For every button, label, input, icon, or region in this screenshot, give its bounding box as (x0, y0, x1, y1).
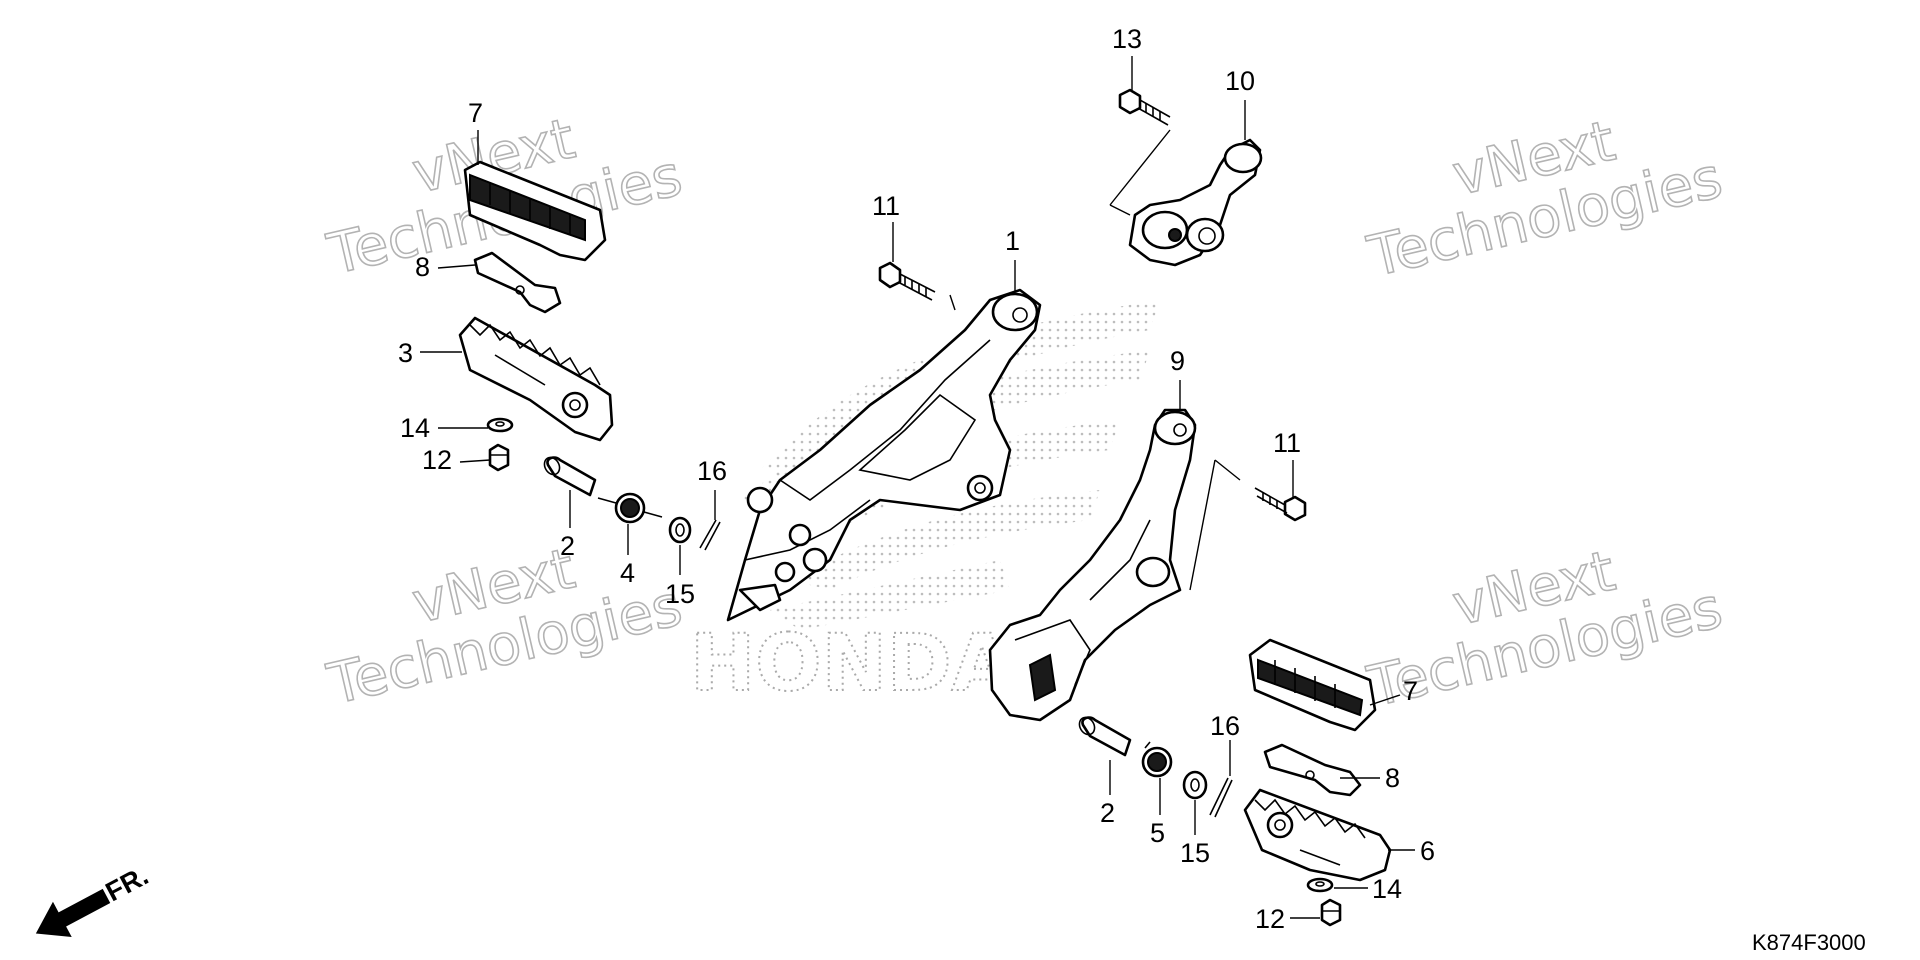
honda-wordmark: HONDA (690, 619, 1012, 709)
part-bolt-top (1118, 88, 1171, 126)
callout-6: 6 (1420, 836, 1435, 866)
callout-7-left: 7 (468, 98, 483, 128)
part-nut-left (488, 443, 510, 472)
callout-11-left: 11 (872, 191, 900, 221)
callout-15-right: 15 (1180, 838, 1210, 868)
part-spring-right (1141, 741, 1173, 778)
callout-1: 1 (1005, 226, 1020, 256)
callout-4-left: 4 (620, 558, 635, 588)
part-rubber-left (463, 160, 607, 262)
part-footpeg-right (1243, 788, 1392, 882)
callout-16-left: 16 (697, 456, 727, 486)
leader-lines (420, 56, 1415, 919)
part-bracket-main (726, 288, 1042, 622)
part-rubber-right (1248, 638, 1377, 732)
watermark-top-right: vNext Technologies (1361, 108, 1729, 291)
part-pin-right (1078, 716, 1132, 757)
callout-2-left: 2 (560, 531, 575, 561)
callout-15-left: 15 (665, 579, 695, 609)
part-pin-left (543, 456, 597, 497)
part-washer-right (1306, 877, 1334, 893)
arrow-icon (35, 888, 111, 938)
part-plate-right (1263, 743, 1362, 797)
callout-5: 5 (1150, 818, 1165, 848)
callout-11-right: 11 (1273, 428, 1301, 458)
callout-labels: 7 8 3 14 12 2 4 15 16 11 1 13 10 9 11 7 … (398, 24, 1435, 934)
part-washer-left (486, 417, 514, 433)
watermark-bottom-left: vNext Technologies (321, 536, 689, 719)
front-direction-arrow: FR. (35, 860, 153, 938)
part-spring-left (597, 492, 663, 524)
part-bracket-right (988, 408, 1197, 722)
callout-14-right: 14 (1372, 874, 1402, 904)
part-footpeg-left (458, 316, 614, 442)
callout-12-right: 12 (1255, 904, 1285, 934)
callout-12-left: 12 (422, 445, 452, 475)
callout-7-right: 7 (1403, 676, 1418, 706)
part-washer-15-left (668, 516, 692, 544)
part-nut-right (1320, 898, 1342, 927)
callout-8-left: 8 (415, 252, 430, 282)
part-cotter-pin-right (1209, 777, 1233, 818)
callout-14-left: 14 (400, 413, 430, 443)
callout-2-right: 2 (1100, 798, 1115, 828)
callout-13: 13 (1112, 24, 1142, 54)
callout-10: 10 (1225, 66, 1255, 96)
callout-16-right: 16 (1210, 711, 1240, 741)
part-bolt-left (878, 261, 956, 311)
callout-9: 9 (1170, 346, 1185, 376)
callout-8-right: 8 (1385, 763, 1400, 793)
part-cotter-pin-left (699, 519, 721, 551)
part-bracket-top (1109, 129, 1263, 267)
drawing-code: K874F3000 (1752, 930, 1866, 955)
part-washer-15-right (1182, 770, 1208, 800)
part-plate-left (473, 251, 562, 314)
part-bolt-right (1189, 459, 1307, 591)
callout-3-left: 3 (398, 338, 413, 368)
